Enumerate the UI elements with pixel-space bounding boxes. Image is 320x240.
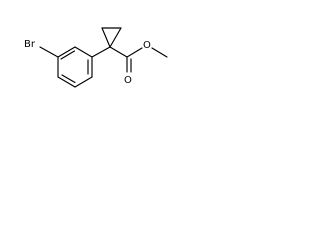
ring-inner-double-bond-2 — [61, 74, 76, 84]
aryl-cyclopropane-bond — [91, 46, 111, 58]
cyclopropane-bond-3 — [109, 27, 122, 48]
ester-group: O O — [109, 40, 168, 86]
ring-bond-c1-c2 — [74, 46, 93, 58]
benzene-ring — [57, 46, 93, 88]
cyclopropane-ring — [101, 27, 122, 48]
carbonyl-carbon-bond — [109, 46, 128, 58]
ester-oxygen-bond — [126, 47, 143, 58]
ring-bond-c2-c3 — [57, 46, 76, 58]
methyl-bond — [151, 47, 168, 58]
ester-oxygen-label: O — [143, 40, 151, 51]
molecule-diagram: Br O O — [24, 27, 168, 88]
cyclopropane-bond-1 — [101, 27, 111, 48]
ring-inner-double-bond-1 — [60, 50, 76, 60]
ring-bond-c5-c6 — [74, 76, 93, 88]
ring-bond-c4-c5 — [57, 76, 76, 88]
bromine-label: Br — [24, 39, 36, 50]
carbonyl-oxygen-label: O — [124, 75, 132, 86]
bromine-bond — [39, 46, 59, 58]
